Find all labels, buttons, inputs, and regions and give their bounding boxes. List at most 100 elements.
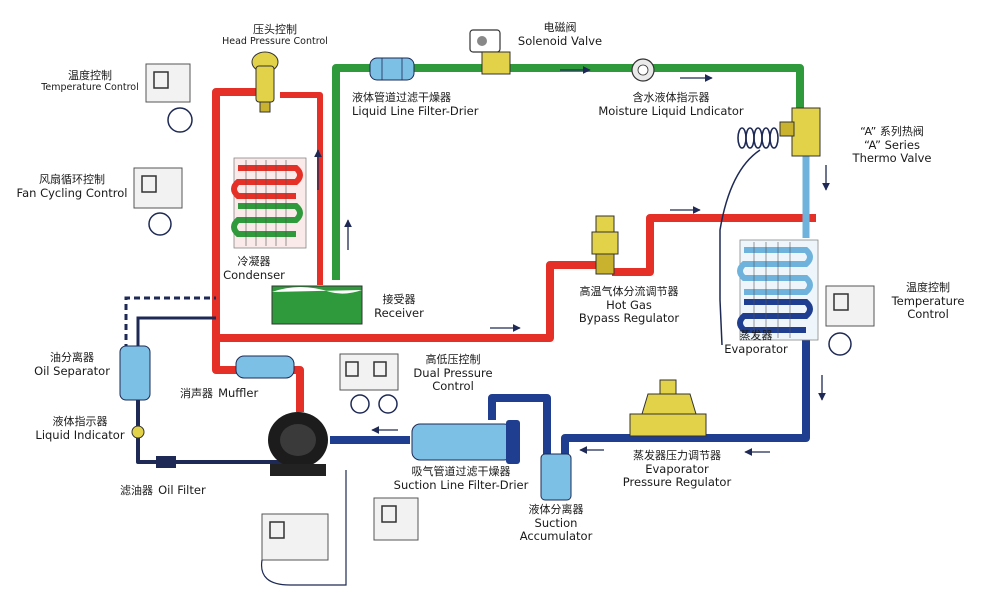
temperature-control-right-zh: 温度控制 [906,281,950,294]
receiver-label: 接受器 Receiver [364,293,434,320]
temperature-control-right-en1: Temperature [891,293,965,308]
condenser-coil [231,157,307,249]
oil-filter-zh: 滤油器 [120,484,153,497]
muffler-label: 消声器 Muffler [180,383,258,401]
dual-pressure-control-box [339,353,399,414]
hot-gas-bypass-regulator [591,215,619,275]
thermo-bulb-coil [737,127,779,149]
evaporator-en: Evaporator [724,341,788,356]
oil-separator [119,345,151,401]
oil-return-line [136,400,290,464]
liquid-filter-en: Liquid Line Filter-Drier [352,103,479,118]
oil-separator-en: Oil Separator [34,363,110,378]
liquid-line-filter-drier [369,57,415,81]
fan-cycling-control-box [133,167,183,236]
head-pressure-valve [251,51,279,113]
muffler [235,355,295,379]
liquid-filter-zh: 液体管道过滤干燥器 [352,91,451,104]
condenser-en: Condenser [223,267,285,282]
temperature-control-box-right [825,285,875,356]
thermo-bulb-capillary [719,149,761,346]
liquid-line-pipe [332,64,804,280]
suction-filter-en: Suction Line Filter-Drier [393,477,529,492]
moisture-indicator [631,58,655,82]
condenser-zh: 冷凝器 [237,255,271,268]
suction-accumulator-en1: Suction [534,515,578,530]
thermo-valve-zh: “A” 系列热阀 [860,125,924,138]
hot-gas-bypass-label: 高温气体分流调节器 Hot Gas Bypass Regulator [566,285,692,325]
suction-pipe [561,330,810,455]
oil-filter [156,456,176,468]
head-pressure-en: Head Pressure Control [222,35,328,47]
temperature-control-left-en: Temperature Control [41,81,139,93]
solenoid-valve [469,29,511,75]
dual-pressure-zh: 高低压控制 [425,353,481,366]
thermo-valve-label: “A” 系列热阀 “A” Series Thermo Valve [840,125,944,165]
head-pressure-label: 压头控制 Head Pressure Control [210,23,340,48]
pressure-control-box-bottom [373,497,419,541]
liquid-filter-label: 液体管道过滤干燥器 Liquid Line Filter-Drier [352,91,479,118]
oil-separator-line [136,316,216,350]
solenoid-en: Solenoid Valve [517,33,603,48]
oil-filter-label: 滤油器 Oil Filter [120,480,206,498]
condenser-label: 冷凝器 Condenser [216,255,292,282]
muffler-en: Muffler [218,386,259,400]
evaporator-pressure-regulator-en1: Evaporator [645,461,709,476]
moisture-indicator-label: 含水液体指示器 Moisture Liquid Lndicator [586,91,756,118]
evaporator-coil [737,239,819,341]
fan-cycling-label: 风扇循环控制 Fan Cycling Control [10,173,134,200]
suction-filter-label: 吸气管道过滤干燥器 Suction Line Filter-Drier [386,465,536,492]
thermo-valve-en2: Thermo Valve [852,150,932,165]
head-pressure-zh: 压头控制 [253,23,297,36]
dual-pressure-en1: Dual Pressure [413,365,493,380]
receiver-zh: 接受器 [382,293,416,306]
oil-separator-label: 油分离器 Oil Separator [30,351,114,378]
dual-pressure-label: 高低压控制 Dual Pressure Control [398,353,508,393]
evaporator-pressure-regulator [629,379,707,437]
solenoid-label: 电磁阀 Solenoid Valve [510,21,610,48]
suction-accumulator-label: 液体分离器 Suction Accumulator [516,503,596,543]
suction-accumulator-en2: Accumulator [519,528,593,543]
hot-gas-bypass-pipe [216,261,600,342]
moisture-indicator-zh: 含水液体指示器 [632,91,710,104]
temperature-control-left-label: 温度控制 Temperature Control [34,69,146,94]
suction-pipe-2 [488,394,551,455]
solenoid-zh: 电磁阀 [543,21,577,34]
suction-accumulator [540,453,572,501]
head-pressure-to-receiver-pipe [280,92,323,285]
evaporator-pressure-regulator-label: 蒸发器压力调节器 Evaporator Pressure Regulator [612,449,742,489]
compressor [268,412,328,476]
evaporator-label: 蒸发器 Evaporator [718,329,794,356]
fan-cycling-en: Fan Cycling Control [16,185,128,200]
fan-cycling-zh: 风扇循环控制 [39,173,105,186]
evaporator-zh: 蒸发器 [739,329,773,342]
hot-gas-bypass-en1: Hot Gas [606,297,652,312]
liquid-indicator-label: 液体指示器 Liquid Indicator [26,415,134,442]
temperature-control-left-zh: 温度控制 [68,69,112,82]
receiver-en: Receiver [374,305,424,320]
evaporator-pressure-regulator-zh: 蒸发器压力调节器 [633,449,721,462]
evaporator-pressure-regulator-en2: Pressure Regulator [622,474,732,489]
suction-line-filter-drier [411,420,520,464]
temperature-control-right-label: 温度控制 Temperature Control [876,281,980,321]
hot-gas-bypass-zh: 高温气体分流调节器 [579,285,679,298]
liquid-indicator-zh: 液体指示器 [52,415,108,428]
liquid-indicator-glass [131,425,145,439]
suction-accumulator-zh: 液体分离器 [528,503,584,516]
temperature-control-right-en2: Control [907,306,949,321]
thermo-valve-en1: “A” Series [864,137,920,152]
oil-filter-en: Oil Filter [158,483,206,497]
suction-filter-zh: 吸气管道过滤干燥器 [411,465,511,478]
hot-gas-bypass-pipe-2 [612,214,816,276]
temperature-control-box-left [145,63,193,133]
oil-pressure-control-box [260,470,347,586]
moisture-indicator-en: Moisture Liquid Lndicator [598,103,744,118]
oil-separator-dashed-line [124,296,216,350]
muffler-zh: 消声器 [180,387,213,400]
oil-separator-zh: 油分离器 [50,351,94,364]
thermo-expansion-valve [779,107,821,157]
dual-pressure-en2: Control [432,378,474,393]
receiver-tank [271,285,363,325]
hot-gas-bypass-en2: Bypass Regulator [578,310,680,325]
